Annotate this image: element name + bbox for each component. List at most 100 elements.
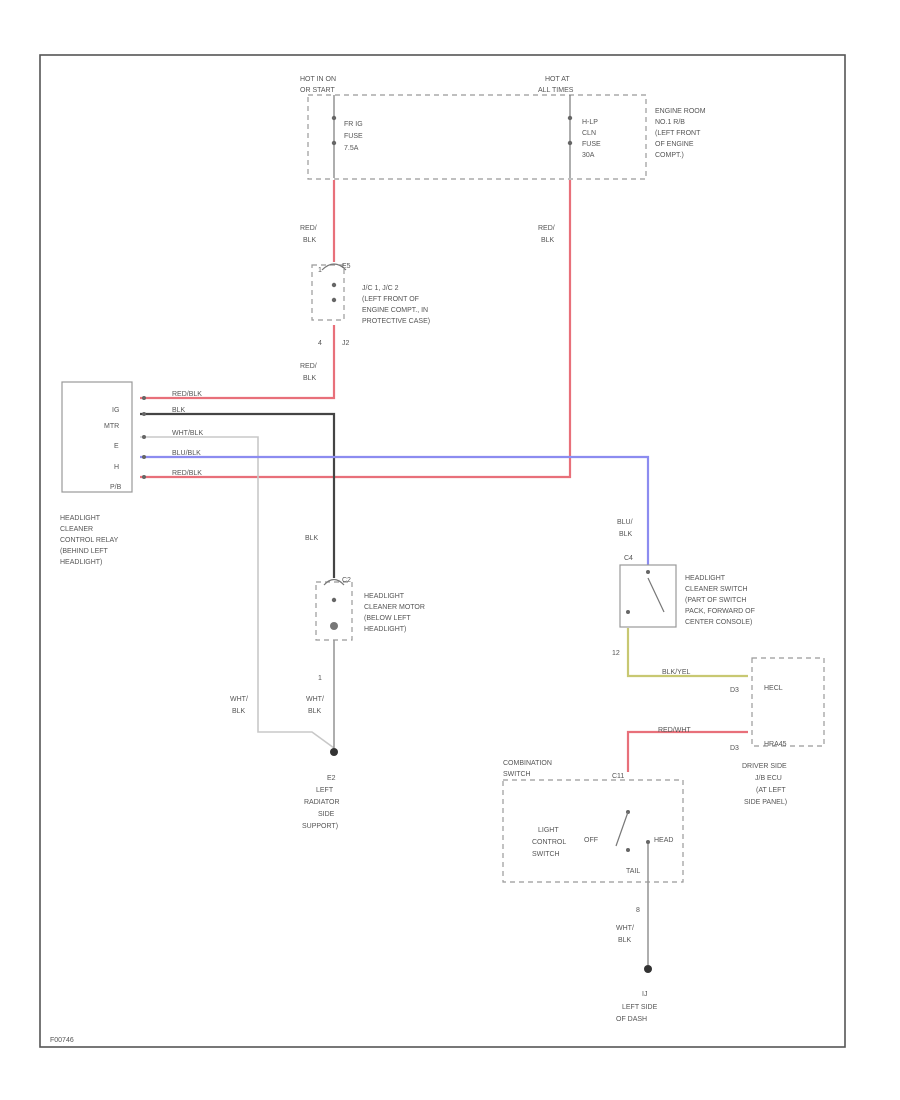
- motor-outline: [315, 581, 353, 641]
- combination-switch-title-2: SWITCH: [503, 771, 531, 778]
- ecu-label-2: J/B ECU: [755, 775, 782, 782]
- relay-pin-e: E: [114, 443, 119, 450]
- ground-e2-label-1: LEFT: [316, 787, 334, 794]
- relay-label-5: HEADLIGHT): [60, 559, 102, 566]
- figure-code: F00746: [50, 1037, 74, 1044]
- fuse-box-location-3: (LEFT FRONT: [655, 130, 701, 137]
- relay-pin-h: H: [114, 464, 119, 471]
- motor-node: [331, 597, 337, 603]
- ecu-label-hra45: HRA45: [764, 741, 787, 748]
- relay-wire-label-mtr: BLK: [172, 407, 186, 414]
- fuse-left-fuse: FUSE: [344, 133, 363, 140]
- wire-red-blk-label-3a: RED/: [300, 363, 317, 370]
- ground-e2-symbol: [330, 748, 338, 756]
- combination-switch: COMBINATION SWITCH C11 OFF HEAD TAIL LIG…: [502, 760, 684, 944]
- junction-pin-bottom: J2: [342, 340, 350, 347]
- fuse-right-top-node: [567, 115, 573, 121]
- driver-side-jb-ecu: D3 D3 HECL HRA45 DRIVER SIDE J/B ECU (AT…: [730, 657, 825, 806]
- combination-switch-blade: [615, 811, 629, 847]
- ecu-label-1: DRIVER SIDE: [742, 763, 787, 770]
- fuse-box-outline: [307, 94, 647, 180]
- cleaner-switch-top-contact: [646, 570, 650, 574]
- fuse-right-bottom-node: [567, 140, 573, 146]
- ecu-pin-bottom: D3: [730, 745, 739, 752]
- ground-ij: IJ LEFT SIDE OF DASH: [616, 965, 658, 1023]
- motor-wire-top-label: BLK: [305, 535, 319, 542]
- combination-switch-off: OFF: [584, 837, 598, 844]
- motor-label-2: CLEANER MOTOR: [364, 604, 425, 611]
- relay-terminal-pb: [142, 475, 146, 479]
- relay-wire-label-e: WHT/BLK: [172, 430, 203, 437]
- combination-switch-pin: C11: [612, 773, 624, 780]
- ecu-label-4: SIDE PANEL): [744, 799, 787, 806]
- combination-switch-head-contact: [646, 840, 650, 844]
- wire-wht-blk-left-label-2: BLK: [232, 708, 246, 715]
- hot-in-on-label-2: OR START: [300, 87, 335, 94]
- relay-terminal-ig: [142, 396, 146, 400]
- fuse-left-top-node: [331, 115, 337, 121]
- wire-junction-to-relay-ig: [140, 325, 336, 400]
- motor-num: 1: [318, 675, 322, 682]
- wire-red-blk-label-1a: RED/: [300, 225, 317, 232]
- cleaner-switch-label-4: PACK, FORWARD OF: [685, 608, 755, 615]
- fuse-box-location-5: COMPT.): [655, 152, 684, 159]
- wire-relay-h-to-cleaner-switch: [140, 455, 650, 568]
- combination-switch-num-bottom: 8: [636, 907, 640, 914]
- junction-node-1: [331, 282, 337, 288]
- ground-e2-label-3: SIDE: [318, 811, 335, 818]
- wire-ecu-to-combination-switch: [626, 730, 748, 772]
- motor-label-3: (BELOW LEFT: [364, 615, 411, 622]
- motor-connector-cap: [323, 578, 345, 586]
- combination-switch-head: HEAD: [654, 837, 673, 844]
- wire-red-blk-label-3b: BLK: [303, 375, 317, 382]
- ground-e2-label-2: RADIATOR: [304, 799, 340, 806]
- wire-relay-mtr-to-motor: [140, 412, 336, 578]
- cleaner-switch-blade: [647, 577, 665, 613]
- fuse-box-location-4: OF ENGINE: [655, 141, 694, 148]
- fuse-left-bottom-node: [331, 140, 337, 146]
- combination-switch-tail-contact: [626, 848, 630, 852]
- relay-terminal-h: [142, 455, 146, 459]
- junction-label-2: (LEFT FRONT OF: [362, 296, 419, 303]
- cleaner-switch-label-3: (PART OF SWITCH: [685, 597, 746, 604]
- cleaner-switch-label-2: CLEANER SWITCH: [685, 586, 748, 593]
- relay-wire-label-pb: RED/BLK: [172, 470, 202, 477]
- cleaner-switch-bottom-contact: [626, 610, 630, 614]
- relay-label-4: (BEHIND LEFT: [60, 548, 109, 555]
- junction-top-cap: [321, 263, 347, 271]
- relay-wire-label-ig: RED/BLK: [172, 391, 202, 398]
- fuse-right-name: H-LP: [582, 119, 598, 126]
- relay-box: [61, 381, 133, 493]
- fuse-box: HOT IN ON OR START HOT AT ALL TIMES FR I…: [300, 76, 706, 180]
- headlight-cleaner-relay: IG MTR E H P/B RED/BLK BLK WHT/BLK BLU/B…: [60, 381, 203, 566]
- motor-wire-bottom-label-2: BLK: [308, 708, 322, 715]
- cleaner-switch-label-1: HEADLIGHT: [685, 575, 726, 582]
- relay-wire-label-h: BLU/BLK: [172, 450, 201, 457]
- combination-switch-outline: [502, 779, 684, 883]
- ground-ij-id: IJ: [642, 991, 647, 998]
- relay-pin-pb: P/B: [110, 484, 122, 491]
- wire-switch-to-ecu-hecl: [626, 628, 748, 678]
- fuse-box-location-1: ENGINE ROOM: [655, 108, 706, 115]
- junction-num-bottom: 4: [318, 340, 322, 347]
- motor-symbol: [330, 622, 338, 630]
- fuse-left-rating: 7.5A: [344, 145, 359, 152]
- junction-label-4: PROTECTIVE CASE): [362, 318, 430, 325]
- ground-ij-label-1: LEFT SIDE: [622, 1004, 658, 1011]
- cleaner-switch-wire-top-2: BLK: [619, 531, 633, 538]
- wire-relay-e-to-ground: [140, 436, 335, 749]
- fuse-left-name: FR IG: [344, 121, 363, 128]
- junction-outline: [311, 264, 345, 321]
- cleaner-switch-pin: C4: [624, 555, 633, 562]
- relay-label-1: HEADLIGHT: [60, 515, 101, 522]
- relay-pin-mtr: MTR: [104, 423, 119, 430]
- combination-switch-wire-2: BLK: [618, 937, 632, 944]
- headlight-cleaner-motor: BLK C2 1 HEADLIGHT CLEANER MOTOR (BELOW …: [305, 535, 425, 715]
- wire-fuse-to-relay-pb: [140, 180, 572, 479]
- motor-label-1: HEADLIGHT: [364, 593, 405, 600]
- combination-switch-sub-2: CONTROL: [532, 839, 566, 846]
- cleaner-switch-label-5: CENTER CONSOLE): [685, 619, 752, 626]
- junction-node-2: [331, 297, 337, 303]
- junction-connector: E5 1 J2 4 J/C 1, J/C 2 (LEFT FRONT OF EN…: [311, 263, 430, 347]
- motor-wire-bottom-label-1: WHT/: [306, 696, 324, 703]
